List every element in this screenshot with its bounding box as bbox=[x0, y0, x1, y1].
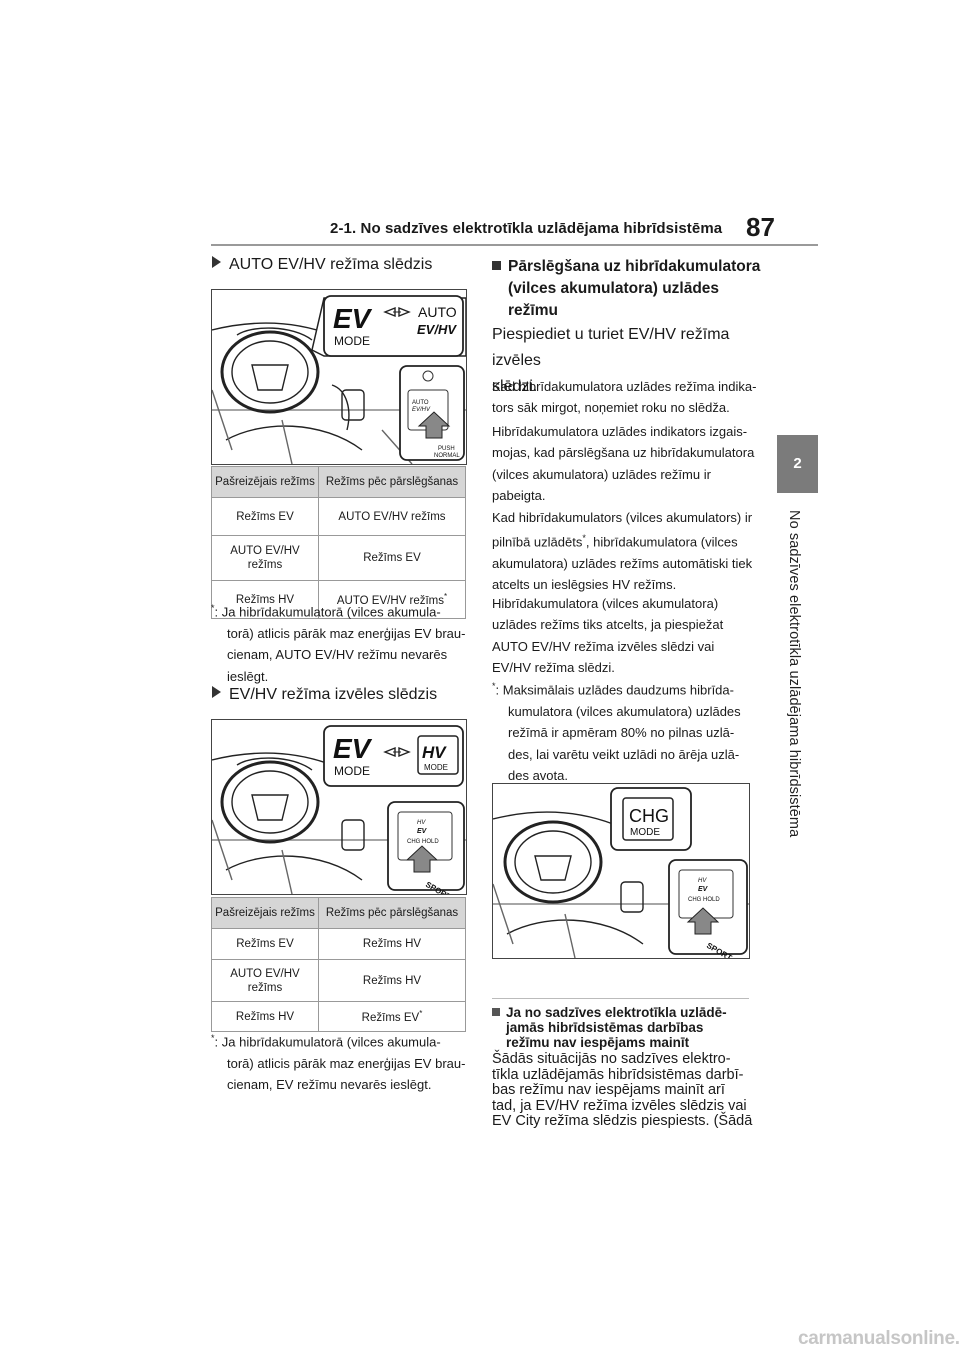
press-arrow-icon bbox=[405, 845, 439, 873]
chapter-tab: 2 bbox=[777, 435, 818, 493]
press-arrow-icon bbox=[686, 907, 720, 935]
section-divider bbox=[492, 998, 749, 999]
svg-text:MODE: MODE bbox=[334, 764, 370, 778]
ev-label: EV bbox=[333, 303, 373, 334]
footnote-evhv-selector: *: Ja hibrīdakumulatorā (vilces akumula-… bbox=[211, 1033, 466, 1093]
table-row: Režīms HV Režīms EV* bbox=[211, 1001, 466, 1032]
figure-auto-evhv-drawing: EV MODE AUTO EV/HV AUTO EV/HV PUSH NORMA… bbox=[212, 295, 466, 464]
press-arrow-icon bbox=[417, 411, 451, 439]
square-bullet-icon bbox=[492, 1008, 500, 1016]
svg-text:CHG HOLD: CHG HOLD bbox=[688, 897, 720, 903]
mode-table-evhv-selector: Pašreizējais režīms Režīms pēc pārslēgša… bbox=[211, 897, 466, 1032]
section-evhv-selector-title: EV/HV režīma izvēles slēdzis bbox=[212, 686, 437, 704]
figure-chg-mode-switch: CHG MODE HV EV CHG HOLD SPORT bbox=[492, 783, 750, 959]
paragraph-full-charge: Kad hibrīdakumulators (vilces akumulator… bbox=[492, 510, 753, 593]
svg-text:EV: EV bbox=[698, 886, 709, 893]
svg-text:PUSH: PUSH bbox=[438, 446, 455, 452]
section-auto-evhv-title: AUTO EV/HV režīma slēdzis bbox=[212, 256, 432, 274]
svg-text:NORMAL: NORMAL bbox=[434, 453, 460, 459]
svg-text:HV: HV bbox=[422, 743, 447, 762]
table-header-next: Režīms pēc pārslēgšanas bbox=[318, 897, 466, 929]
svg-text:AUTO: AUTO bbox=[418, 304, 457, 320]
paragraph-indicator-blink: Kad hibrīdakumulatora uzlādes režīma ind… bbox=[492, 379, 757, 416]
figure-evhv-drawing: EV MODE HV MODE HV EV CHG HOLD SPORT bbox=[212, 725, 466, 894]
paragraph-cancel-charge: Hibrīdakumulatora (vilces akumulatora)uz… bbox=[492, 596, 724, 675]
svg-text:EV/HV: EV/HV bbox=[412, 407, 431, 413]
svg-text:EV: EV bbox=[333, 733, 373, 764]
mode-table-auto-evhv: Pašreizējais režīms Režīms pēc pārslēgša… bbox=[211, 466, 466, 619]
table-row: Režīms EV AUTO EV/HV režīms bbox=[211, 497, 466, 536]
running-title: 2-1. No sadzīves elektrotīkla uzlādējama… bbox=[330, 220, 723, 237]
figure-evhv-selector-switch: EV MODE HV MODE HV EV CHG HOLD SPORT bbox=[211, 719, 467, 895]
table-row: Režīms HV AUTO EV/HV režīms* bbox=[211, 580, 466, 619]
page-number: 87 bbox=[746, 212, 775, 242]
table-header-next: Režīms pēc pārslēgšanas bbox=[318, 466, 466, 498]
figure-auto-evhv-switch: EV MODE AUTO EV/HV AUTO EV/HV PUSH NORMA… bbox=[211, 289, 467, 465]
subsection-mode-cannot-change: Ja no sadzīves elektrotīkla uzlādē- jamā… bbox=[492, 1005, 762, 1050]
svg-text:EV/HV: EV/HV bbox=[417, 322, 457, 337]
table-header-current: Pašreizējais režīms bbox=[211, 897, 319, 929]
chapter-side-title: No sadzīves elektrotīkla uzlādējama hibr… bbox=[786, 510, 802, 838]
table-header-current: Pašreizējais režīms bbox=[211, 466, 319, 498]
triangle-bullet-icon bbox=[212, 686, 221, 698]
table-row: Režīms EV Režīms HV bbox=[211, 928, 466, 960]
charge-mode-instruction: Piespiediet u turiet EV/HV režīma izvēle… bbox=[492, 326, 730, 395]
svg-text:CHG HOLD: CHG HOLD bbox=[407, 839, 439, 845]
svg-text:MODE: MODE bbox=[424, 763, 448, 772]
svg-text:AUTO: AUTO bbox=[412, 400, 429, 406]
svg-text:MODE: MODE bbox=[630, 827, 660, 838]
svg-text:HV: HV bbox=[698, 878, 707, 884]
footnote-max-charge: *: Maksimālais uzlādes daudzums hibrīda-… bbox=[492, 681, 741, 784]
paragraph-mode-cannot-change: Šādās situācijās no sadzīves elektro-tīk… bbox=[492, 1051, 753, 1129]
header-rule bbox=[211, 244, 818, 246]
svg-text:HV: HV bbox=[417, 820, 426, 826]
section-charge-mode-heading: Pārslēgšana uz hibrīdakumulatora (vilces… bbox=[492, 256, 762, 322]
paragraph-indicator-off: Hibrīdakumulatora uzlādes indikators izg… bbox=[492, 424, 755, 503]
svg-text:MODE: MODE bbox=[334, 334, 370, 348]
watermark: carmanualsonline.info bbox=[798, 1328, 960, 1349]
svg-text:EV: EV bbox=[417, 828, 428, 835]
square-bullet-icon bbox=[492, 261, 501, 270]
footnote-auto-evhv: *: Ja hibrīdakumulatorā (vilces akumula-… bbox=[211, 603, 466, 684]
svg-text:CHG: CHG bbox=[629, 806, 669, 826]
figure-chg-drawing: CHG MODE HV EV CHG HOLD SPORT bbox=[493, 787, 749, 958]
triangle-bullet-icon bbox=[212, 256, 221, 268]
